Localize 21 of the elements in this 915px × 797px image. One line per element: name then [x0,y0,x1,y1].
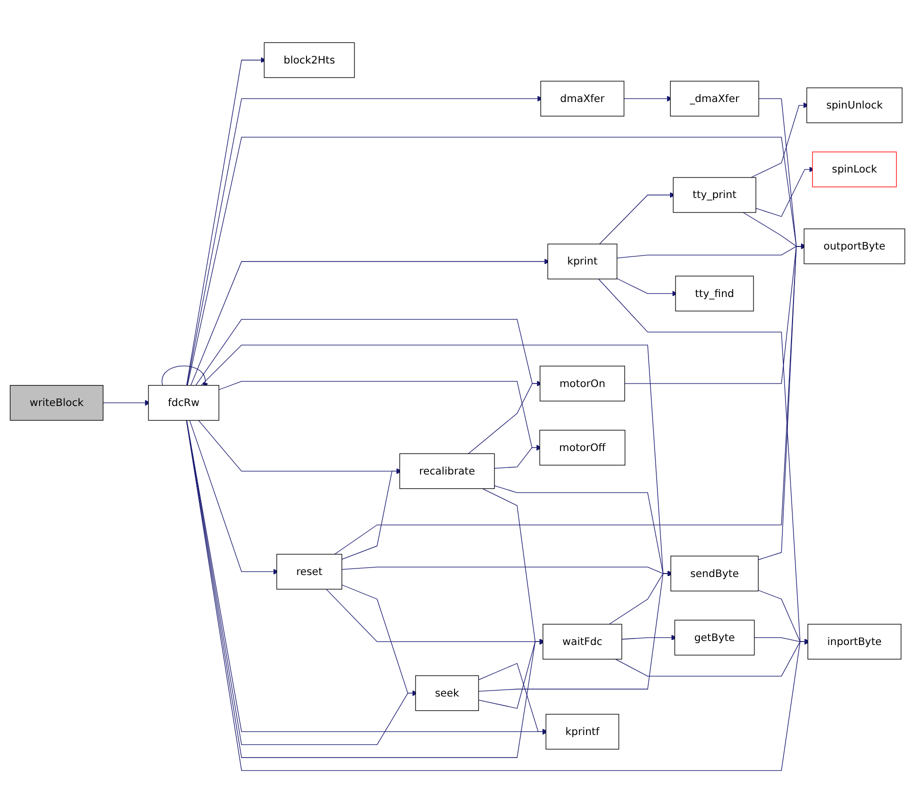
node-box: recalibrate [399,453,495,489]
node-box: tty_find [675,276,754,312]
node-box: block2Hts [264,42,355,78]
node-box: fdcRw [148,385,220,421]
node-box: outportByte [804,228,906,264]
node-box: sendByte [670,556,759,592]
node-box: getByte [674,620,755,656]
node-box: writeBlock [10,385,104,421]
node-box: waitFdc [542,624,622,660]
node-box: inportByte [808,624,902,660]
node-box: motorOn [540,366,626,402]
node-box: motorOff [539,430,626,466]
node-box: reset [276,554,342,590]
node-box: seek [415,675,479,711]
node-box: kprintf [546,714,620,750]
node-box: tty_print [672,177,756,213]
node-box: spinLock [812,152,897,188]
node-box: _dmaXfer [670,80,760,116]
node-box: spinUnlock [806,88,902,124]
node-box: kprint [547,244,618,280]
node-box: dmaXfer [540,80,624,116]
